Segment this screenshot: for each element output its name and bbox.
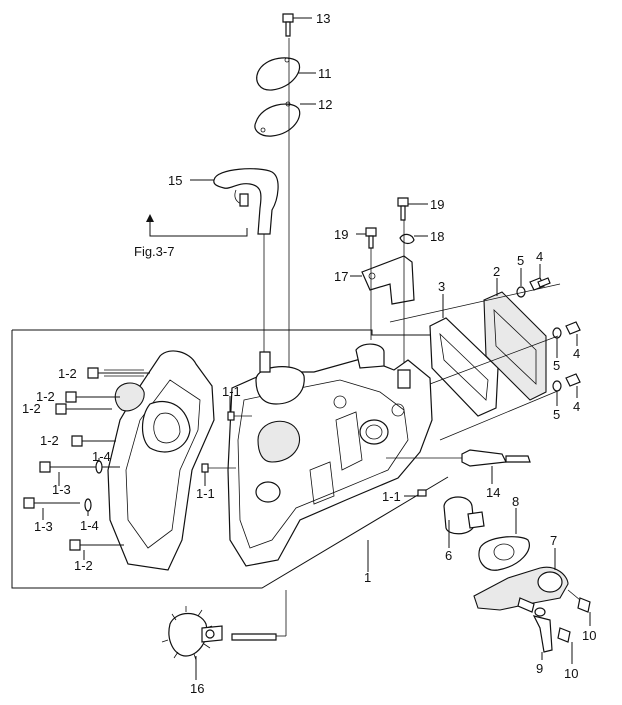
- pump-gear-16: [161, 590, 287, 680]
- stud-1-3-b: [23, 497, 80, 520]
- label-18: 18: [430, 229, 444, 244]
- label-4-bottom: 4: [573, 399, 580, 414]
- label-1-1-c: 1-1: [382, 489, 401, 504]
- label-5-bottom: 5: [553, 407, 560, 422]
- label-10-right: 10: [582, 628, 596, 643]
- label-1-1-a: 1-1: [222, 384, 241, 399]
- bolt-1-2-c: [55, 403, 112, 415]
- label-12: 12: [318, 97, 332, 112]
- label-10-bottom: 10: [564, 666, 578, 681]
- gasket-8: [478, 508, 530, 571]
- fig-reference-arrow: [146, 214, 248, 237]
- washer-5-bottom: [552, 380, 562, 406]
- bracket-9: [532, 607, 553, 660]
- dowel-pins-1-1: [201, 396, 427, 497]
- alignment-lines: [389, 283, 561, 441]
- label-7: 7: [550, 533, 557, 548]
- label-8: 8: [512, 494, 519, 509]
- bolt-10-bottom: [557, 627, 573, 664]
- label-1-4-b: 1-4: [80, 518, 99, 533]
- label-9: 9: [536, 661, 543, 676]
- washer-5-mid: [552, 327, 562, 358]
- gasket-12: [254, 101, 316, 137]
- label-1-2-d: 1-2: [40, 433, 59, 448]
- label-15: 15: [168, 173, 182, 188]
- label-3: 3: [438, 279, 445, 294]
- stud-1-3-a: [39, 461, 120, 486]
- label-1-2-c: 1-2: [22, 401, 41, 416]
- washer-1-4-a: [95, 458, 103, 474]
- bracket-17: [350, 255, 415, 305]
- label-6: 6: [445, 548, 452, 563]
- label-1-3-b: 1-3: [34, 519, 53, 534]
- spark-plug-14: [386, 449, 531, 484]
- label-2: 2: [493, 264, 500, 279]
- label-1-3-a: 1-3: [52, 482, 71, 497]
- label-1-4-a: 1-4: [92, 449, 111, 464]
- bolt-1-2-d: [71, 435, 116, 447]
- bolt-4-bottom: [565, 373, 581, 398]
- label-11: 11: [318, 66, 332, 81]
- fig-reference-label: Fig.3-7: [134, 244, 174, 259]
- label-5-top: 5: [517, 253, 524, 268]
- bolt-1-2-a: [87, 367, 150, 379]
- hose-15: [190, 168, 279, 235]
- label-14: 14: [486, 485, 500, 500]
- cylinder-head-block-1: [227, 343, 433, 572]
- washer-1-4-b: [84, 498, 92, 516]
- bolt-4-mid: [565, 321, 581, 346]
- cover-plate-11: [256, 57, 316, 91]
- side-housing: [107, 350, 215, 571]
- label-1-2-a: 1-2: [58, 366, 77, 381]
- thermostat-cover-7: [473, 548, 569, 613]
- bolt-1-2-e: [69, 539, 124, 560]
- label-1-1-b: 1-1: [196, 486, 215, 501]
- label-13: 13: [316, 11, 330, 26]
- bolt-13: [282, 13, 312, 37]
- bolt-4-top: [529, 264, 551, 291]
- label-1-2-e: 1-2: [74, 558, 93, 573]
- bolt-19-right: [397, 197, 428, 221]
- cover-2: [483, 278, 547, 401]
- label-19-right: 19: [430, 197, 444, 212]
- thermostat-6: [443, 496, 485, 548]
- label-19-left: 19: [334, 227, 348, 242]
- bolt-10-right: [567, 589, 591, 626]
- label-4-mid: 4: [573, 346, 580, 361]
- label-1-2-b: 1-2: [36, 389, 55, 404]
- label-17: 17: [334, 269, 348, 284]
- bolt-19-left: [356, 227, 377, 249]
- label-5-mid: 5: [553, 358, 560, 373]
- gasket-3: [429, 294, 499, 417]
- bolt-1-2-b: [65, 391, 120, 403]
- label-4-top: 4: [536, 249, 543, 264]
- label-1: 1: [364, 570, 371, 585]
- assembly-frame: [11, 329, 449, 589]
- label-16: 16: [190, 681, 204, 696]
